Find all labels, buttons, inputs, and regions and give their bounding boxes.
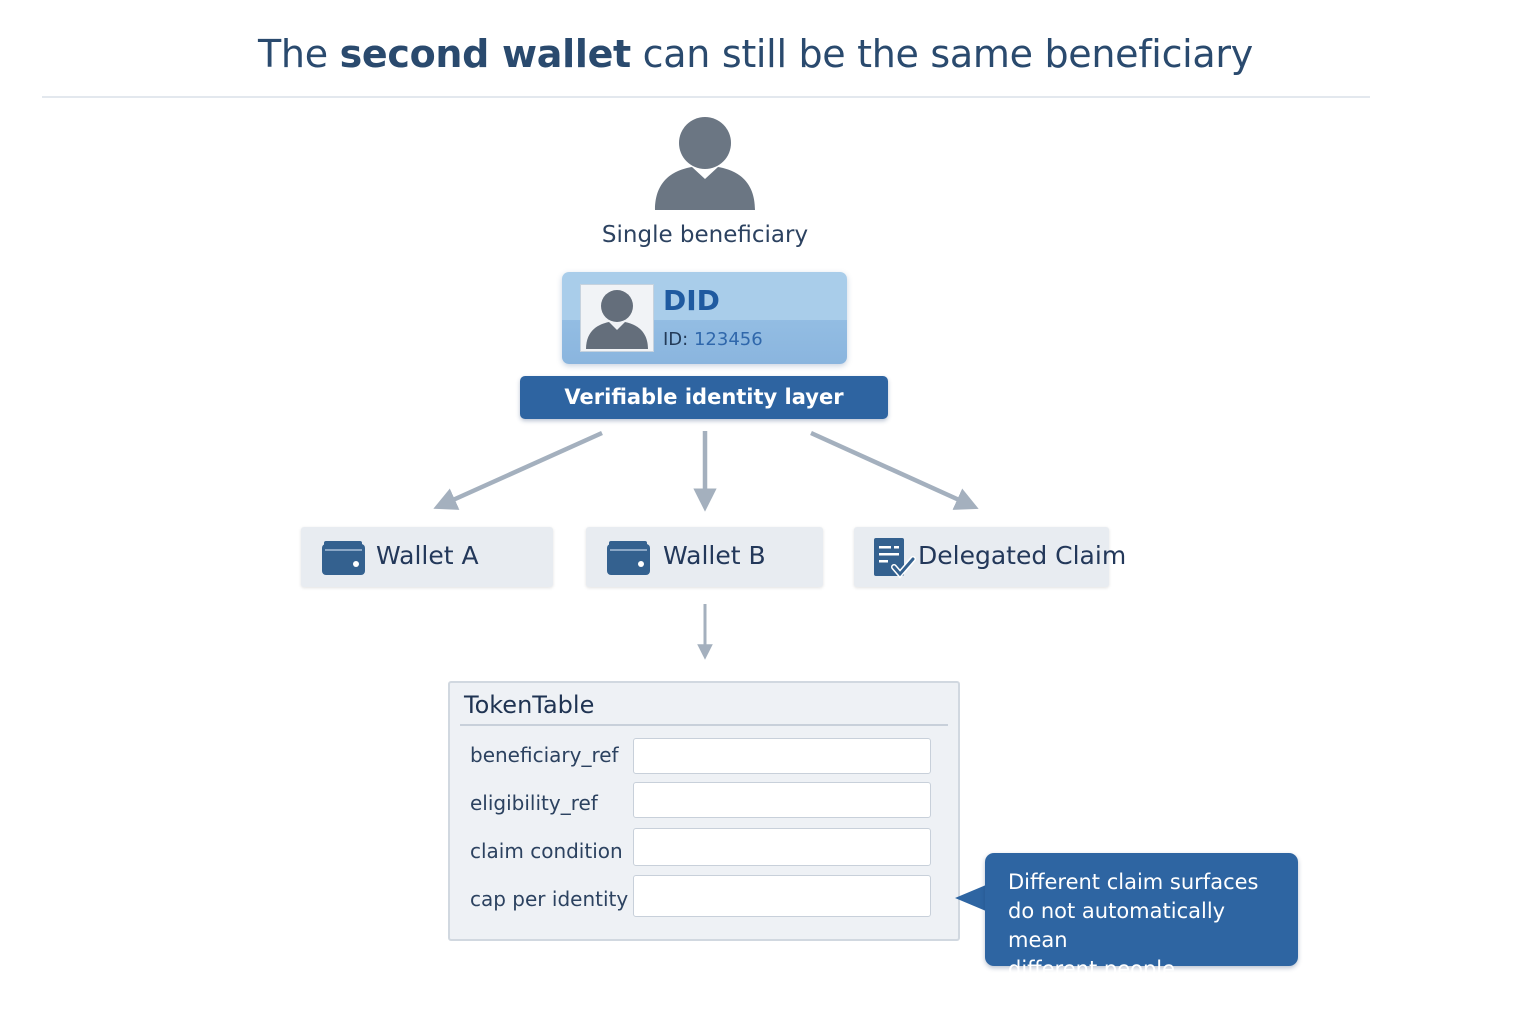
wallet-b-label: Wallet B [663,541,766,570]
callout-line-1: Different claim surfaces [1008,870,1259,894]
wallet-a-node: Wallet A [301,527,553,587]
callout-pointer [955,885,986,911]
row-label-claim-condition: claim condition [470,839,623,863]
person-icon [586,290,648,349]
token-table: TokenTable beneficiary_ref eligibility_r… [448,681,960,941]
cap-per-identity-field[interactable] [633,875,931,917]
wallet-a-label: Wallet A [376,541,479,570]
title-part-1: The [258,32,340,76]
did-id: ID: 123456 [663,329,763,350]
did-title: DID [663,284,720,317]
token-table-title: TokenTable [464,691,595,719]
title-part-3: same beneficiary [930,32,1253,76]
row-label-cap-per-identity: cap per identity [470,887,629,911]
callout-box: Different claim surfaces do not automati… [985,853,1298,981]
beneficiary-label: Single beneficiary [601,222,809,248]
document-check-icon [874,538,916,579]
did-id-label: ID: [663,329,689,350]
arrow-to-wallet-a [433,430,603,510]
wallet-icon [322,541,365,575]
delegated-claim-node: Delegated Claim [854,527,1126,587]
wallet-b-node: Wallet B [586,527,823,587]
page-title: The second wallet can still be the same … [258,32,1253,76]
wallet-icon [607,541,650,575]
did-id-value: 123456 [693,329,763,350]
row-label-eligibility-ref: eligibility_ref [470,791,598,815]
person-icon [655,117,755,210]
title-bold-1: second wallet [339,32,632,76]
title-divider [42,96,1370,98]
beneficiary-ref-field[interactable] [633,738,931,774]
identity-layer-bar: Verifiable identity layer [520,376,888,419]
callout-text: Different claim surfaces do not automati… [1008,868,1288,984]
eligibility-ref-field[interactable] [633,782,931,818]
did-avatar [580,284,654,352]
delegated-claim-label: Delegated Claim [918,541,1127,570]
row-label-beneficiary-ref: beneficiary_ref [470,743,619,767]
arrow-to-delegated-claim [810,430,979,510]
callout-line-2: do not automatically mean [1008,899,1226,952]
claim-condition-field[interactable] [633,828,931,866]
did-card: DID ID: 123456 [562,272,847,364]
title-part-2: can still be the [630,32,931,76]
token-table-divider [460,724,948,726]
callout-line-3: different people. [1008,957,1182,981]
